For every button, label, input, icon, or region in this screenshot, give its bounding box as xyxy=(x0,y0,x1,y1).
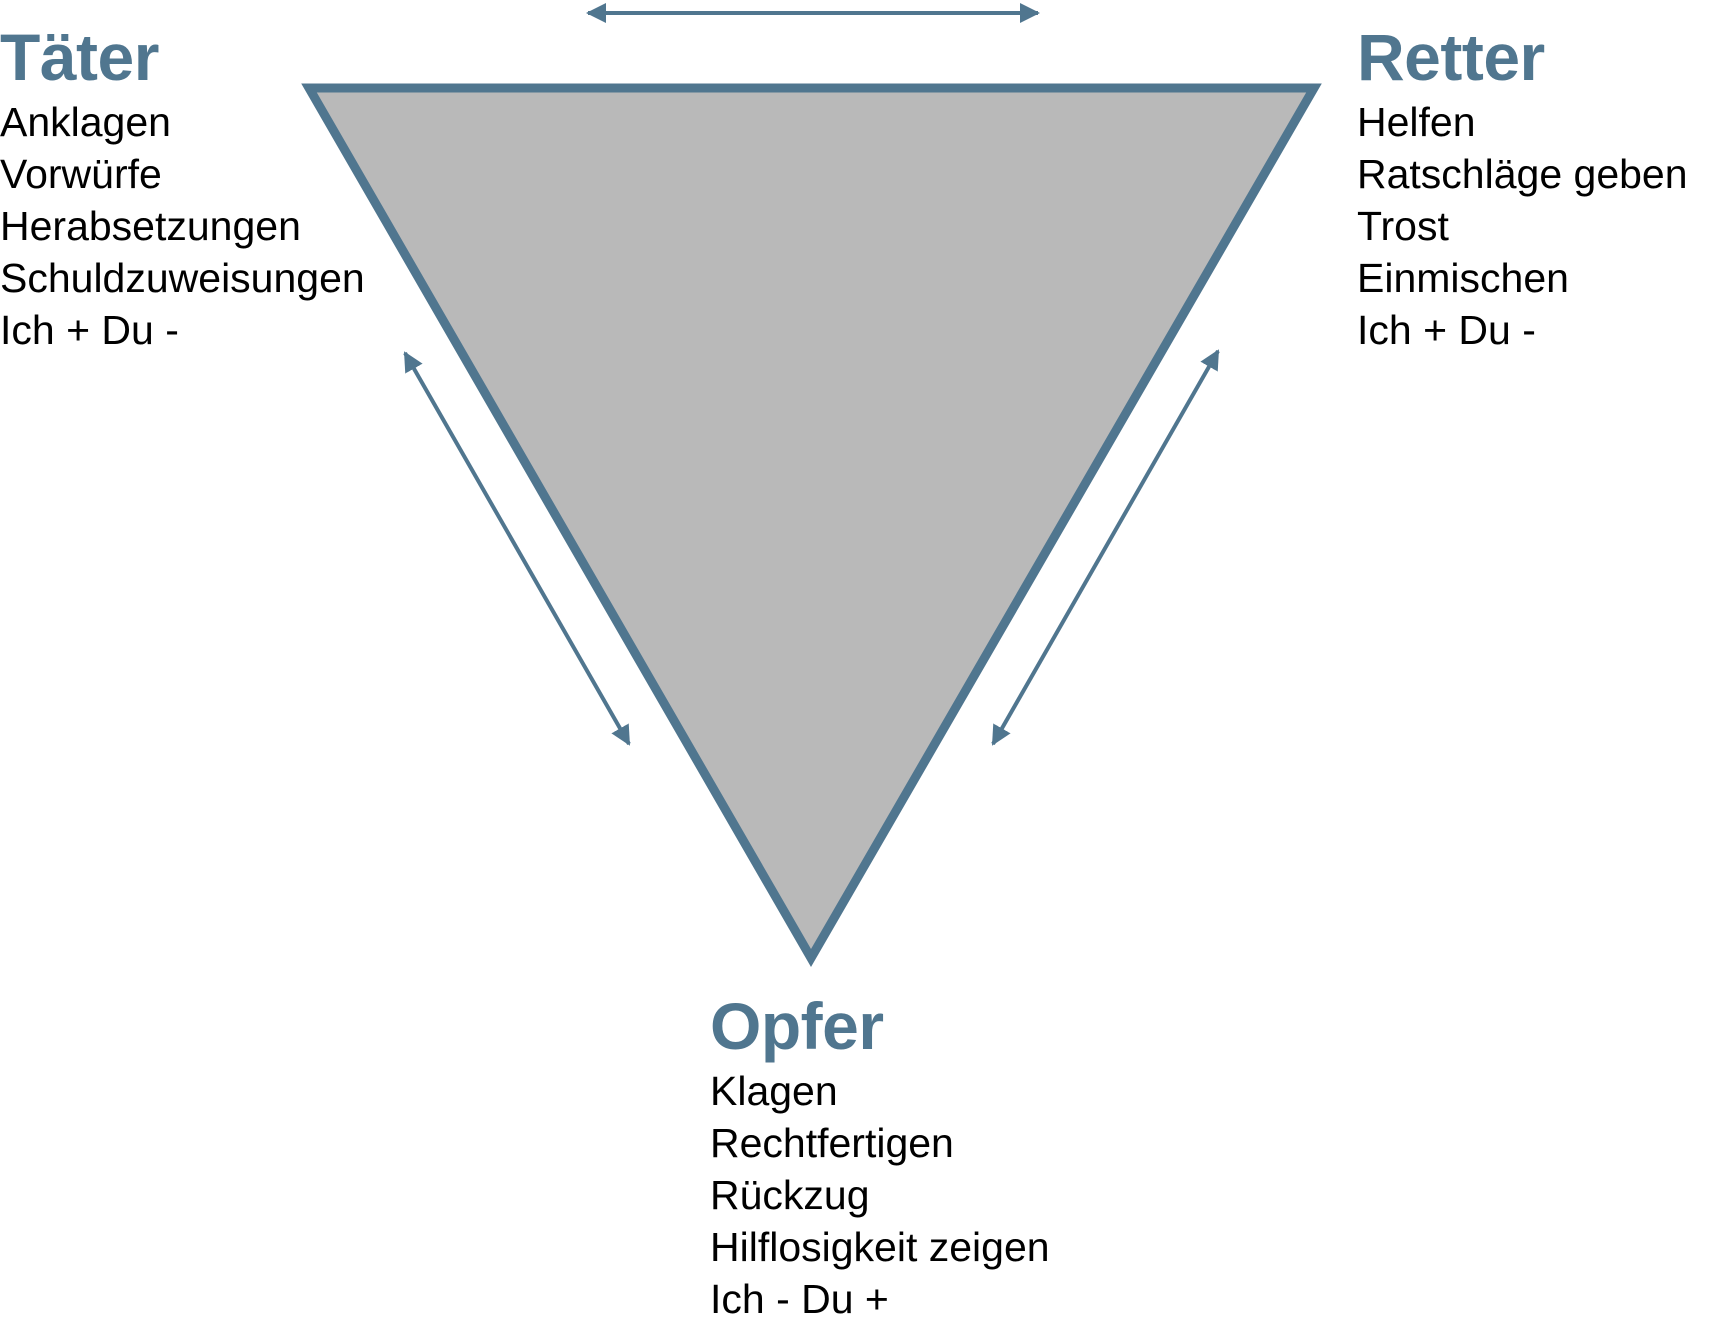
arrow-taeter-opfer xyxy=(403,351,631,746)
role-list-retter: Helfen Ratschläge geben Trost Einmischen… xyxy=(1357,96,1688,356)
list-item: Vorwürfe xyxy=(0,151,162,197)
role-title-taeter: Täter xyxy=(0,20,159,94)
list-item: Ich + Du - xyxy=(0,307,179,353)
list-item: Ratschläge geben xyxy=(1357,151,1688,197)
role-title-opfer: Opfer xyxy=(710,989,884,1063)
list-item: Ich - Du + xyxy=(710,1276,889,1322)
role-list-opfer: Klagen Rechtfertigen Rückzug Hilflosigke… xyxy=(710,1065,1050,1325)
arrow-retter-opfer xyxy=(991,349,1220,746)
list-item: Trost xyxy=(1357,203,1449,249)
list-item: Schuldzuweisungen xyxy=(0,255,365,301)
list-item: Klagen xyxy=(710,1068,838,1114)
role-block-opfer: Opfer Klagen Rechtfertigen Rückzug Hilfl… xyxy=(710,993,1050,1325)
drama-triangle xyxy=(301,83,1322,967)
list-item: Anklagen xyxy=(0,99,171,145)
list-item: Rechtfertigen xyxy=(710,1120,954,1166)
role-block-retter: Retter Helfen Ratschläge geben Trost Ein… xyxy=(1357,24,1688,356)
list-item: Einmischen xyxy=(1357,255,1569,301)
role-block-taeter: Täter Anklagen Vorwürfe Herabsetzungen S… xyxy=(0,24,365,356)
role-list-taeter: Anklagen Vorwürfe Herabsetzungen Schuldz… xyxy=(0,96,365,356)
list-item: Helfen xyxy=(1357,99,1476,145)
list-item: Rückzug xyxy=(710,1172,870,1218)
list-item: Herabsetzungen xyxy=(0,203,301,249)
role-title-retter: Retter xyxy=(1357,20,1545,94)
list-item: Hilflosigkeit zeigen xyxy=(710,1224,1050,1270)
list-item: Ich + Du - xyxy=(1357,307,1536,353)
